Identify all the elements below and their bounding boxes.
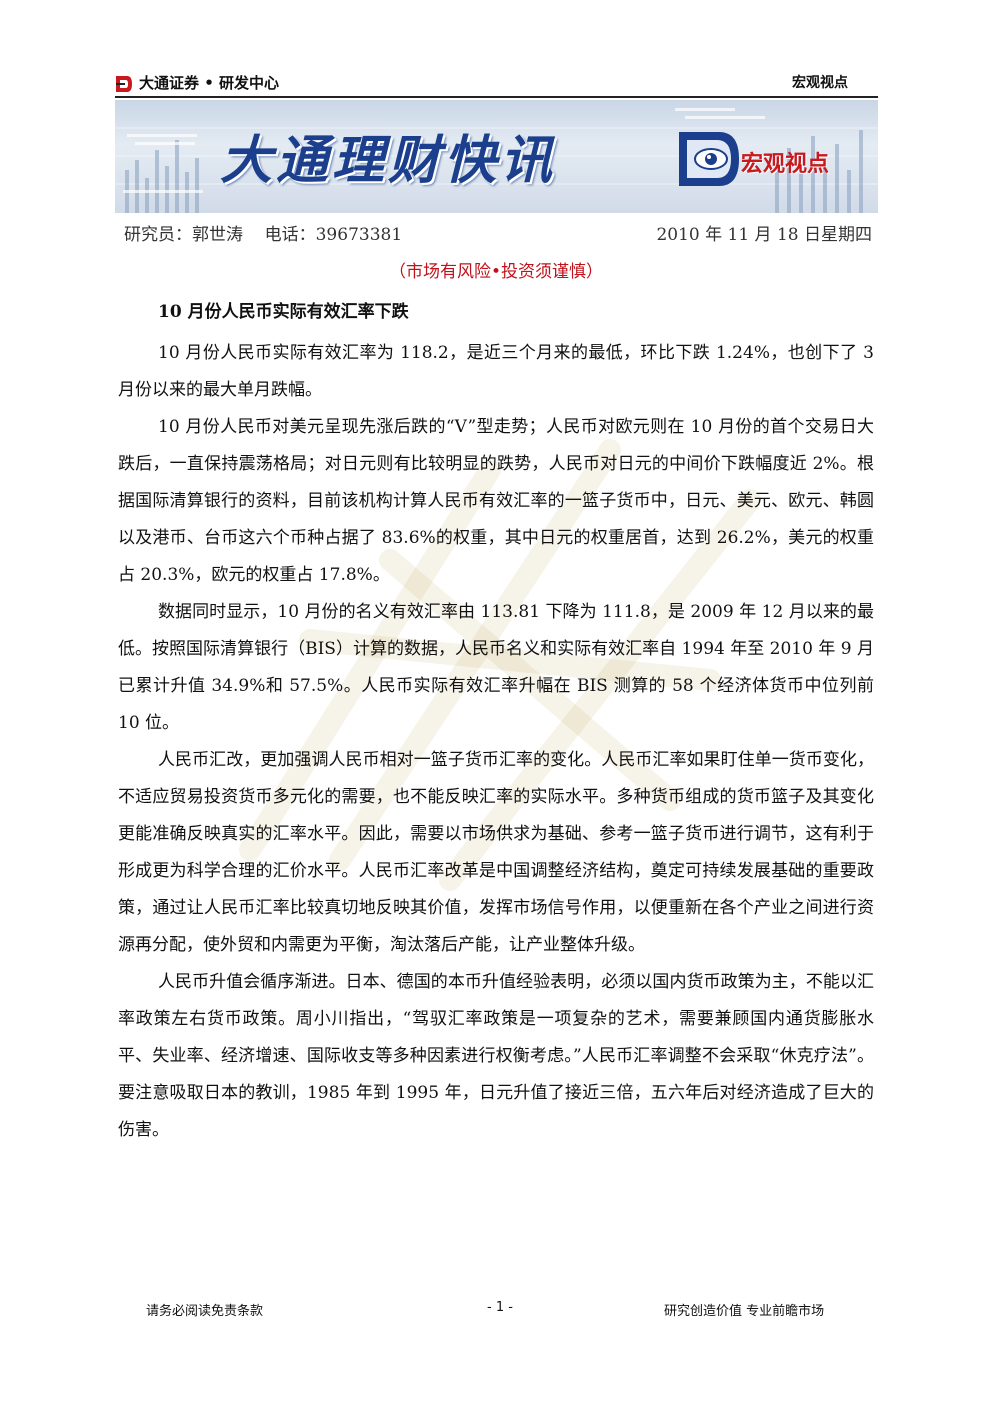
banner: 大通理财快讯 宏观视点 [115, 100, 878, 213]
page-footer: 请务必阅读免责条款 - 1 - 研究创造价值 专业前瞻市场 [0, 1300, 992, 1324]
article-body: 10 月份人民币实际有效汇率为 118.2，是近三个月来的最低，环比下跌 1.2… [118, 335, 874, 1149]
footer-slogan: 研究创造价值 专业前瞻市场 [664, 1304, 825, 1319]
risk-notice: （市场有风险•投资须谨慎） [388, 262, 604, 282]
article-title: 10 月份人民币实际有效汇率下跌 [158, 302, 409, 322]
report-meta: 研究员：郭世涛 电话：39673381 2010 年 11 月 18 日星期四 [124, 222, 872, 248]
report-date: 2010 年 11 月 18 日星期四 [656, 225, 872, 245]
page-header: 大通证券 • 研发中心 宏观视点 [115, 72, 878, 98]
page-number: - 1 - [487, 1300, 513, 1315]
paragraph-1: 10 月份人民币实际有效汇率为 118.2，是近三个月来的最低，环比下跌 1.2… [118, 343, 874, 400]
paragraph-2: 10 月份人民币对美元呈现先涨后跌的“V”型走势；人民币对欧元则在 10 月份的… [118, 417, 874, 585]
paragraph-4: 人民币汇改，更加强调人民币相对一篮子货币汇率的变化。人民币汇率如果盯住单一货币变… [118, 750, 874, 955]
banner-background-graphic [115, 108, 878, 213]
banner-subtitle: 宏观视点 [741, 152, 830, 177]
company-logo-icon [116, 76, 132, 92]
disclaimer-notice: 请务必阅读免责条款 [146, 1304, 264, 1319]
paragraph-3: 数据同时显示，10 月份的名义有效汇率由 113.81 下降为 111.8，是 … [118, 602, 874, 733]
section-tag: 宏观视点 [792, 75, 848, 91]
researcher-contact: 研究员：郭世涛 电话：39673381 [124, 225, 403, 245]
banner-title: 大通理财快讯 [220, 130, 557, 191]
company-name: 大通证券 • 研发中心 [139, 74, 280, 92]
eye-emblem-icon [679, 132, 739, 186]
paragraph-5: 人民币升值会循序渐进。日本、德国的本币升值经验表明，必须以国内货币政策为主，不能… [118, 972, 874, 1140]
